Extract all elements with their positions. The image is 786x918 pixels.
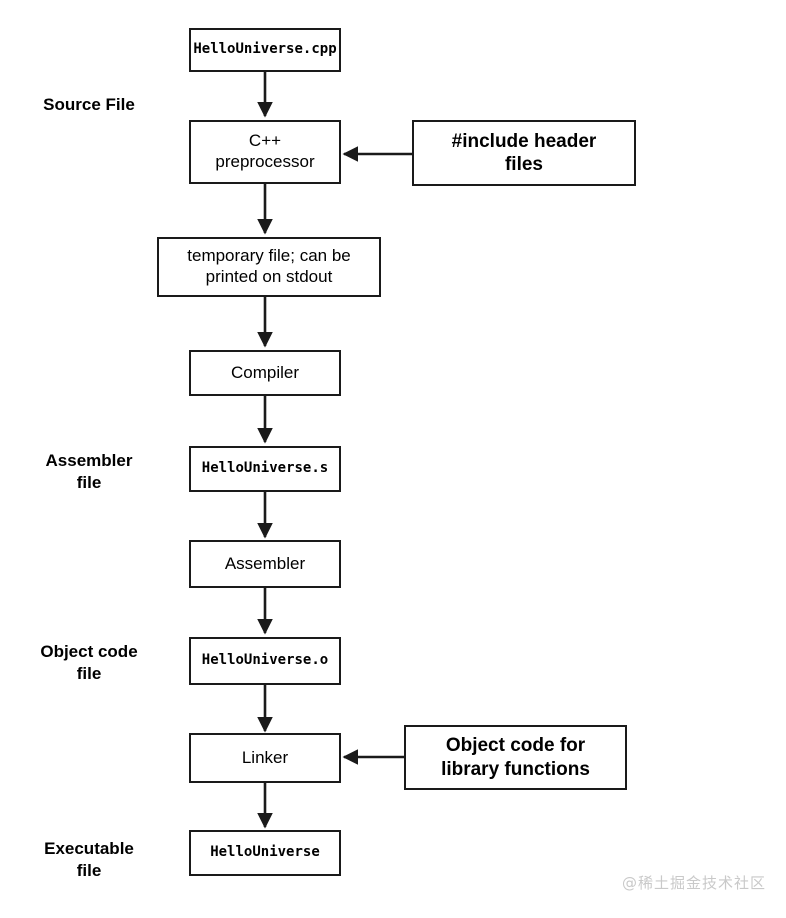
node-hellouniverse-label: HelloUniverse (210, 844, 320, 861)
node-object-code-library[interactable]: Object code for library functions (404, 725, 627, 790)
node-linker[interactable]: Linker (189, 733, 341, 783)
node-temporary-file-label: temporary file; can be printed on stdout (187, 246, 351, 286)
stage-label-object-code-file: Object code file (40, 642, 138, 684)
node-cpp-preprocessor-label: C++ preprocessor (215, 131, 315, 171)
node-compiler-label: Compiler (230, 362, 300, 382)
stage-label-executable-file: Executable file (44, 839, 134, 881)
watermark: @稀土掘金技术社区 (622, 874, 767, 892)
node-assembler-label: Assembler (224, 553, 306, 573)
node-hellouniverse-o-label: HelloUniverse.o (201, 652, 329, 669)
stage-label-source-file: Source File (43, 95, 135, 114)
node-cpp-preprocessor[interactable]: C++ preprocessor (189, 120, 341, 184)
node-hellouniverse-o[interactable]: HelloUniverse.o (189, 637, 341, 685)
node-object-code-library-label: Object code for library functions (441, 735, 590, 780)
node-linker-label: Linker (241, 747, 289, 767)
node-hellouniverse-s-label: HelloUniverse.s (201, 460, 329, 477)
node-hellouniverse-s[interactable]: HelloUniverse.s (189, 446, 341, 492)
node-assembler[interactable]: Assembler (189, 540, 341, 588)
node-include-header-files-label: #include header files (451, 130, 597, 175)
stage-label-assembler-file: Assembler file (45, 451, 133, 493)
node-hellouniverse[interactable]: HelloUniverse (189, 830, 341, 876)
node-hellouniverse-cpp[interactable]: HelloUniverse.cpp (189, 28, 341, 72)
node-compiler[interactable]: Compiler (189, 350, 341, 396)
node-temporary-file[interactable]: temporary file; can be printed on stdout (157, 237, 381, 297)
node-include-header-files[interactable]: #include header files (412, 120, 636, 186)
node-hellouniverse-cpp-label: HelloUniverse.cpp (193, 41, 337, 58)
